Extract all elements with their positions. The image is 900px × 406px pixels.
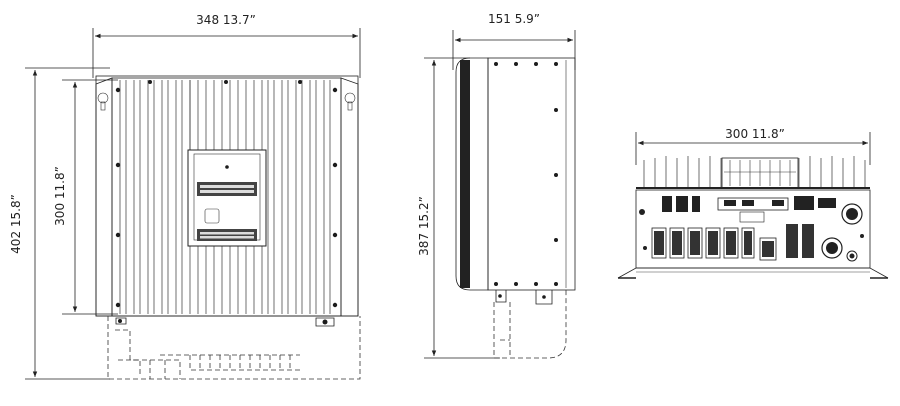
bottom-heatsink-fins — [643, 156, 866, 188]
side-housing — [487, 57, 576, 291]
keyhole-left-icon — [97, 92, 109, 104]
bottom-width-dimension: 300 11.8” — [635, 127, 871, 165]
front-outer-height-dimension: 402 15.8” — [9, 67, 110, 380]
heatsink-body — [111, 77, 342, 317]
side-connector-area — [493, 290, 567, 359]
display-label-top — [197, 182, 257, 196]
side-depth-dimension: 151 5.9” — [452, 12, 576, 70]
bottom-mounting-flange — [617, 267, 889, 279]
front-connector-area — [107, 316, 361, 380]
display-label-bottom — [197, 229, 257, 241]
side-height-dimension: 387 15.2” — [417, 57, 500, 359]
side-heatsink-profile — [455, 57, 489, 291]
heatsink-fins — [119, 80, 331, 314]
bottom-view: 300 11.8” — [617, 127, 889, 279]
front-width-dimension: 348 13.7” — [92, 13, 361, 78]
keyhole-right-icon — [344, 92, 356, 104]
front-width-label: 348 13.7” — [196, 13, 256, 27]
status-led-window — [204, 208, 220, 224]
side-height-label: 387 15.2” — [417, 196, 431, 256]
front-inner-height-label: 300 11.8” — [53, 166, 67, 226]
side-screws — [494, 62, 558, 286]
terminal-blocks-lower — [651, 211, 814, 261]
cable-glands — [639, 203, 864, 262]
front-view: 348 13.7” 402 15.8” 300 11.8” — [9, 13, 361, 380]
front-screws — [115, 80, 338, 308]
front-inner-height-dimension: 300 11.8” — [53, 79, 118, 315]
bottom-width-label: 300 11.8” — [725, 127, 785, 141]
side-depth-label: 151 5.9” — [488, 12, 540, 26]
mounting-plate — [95, 77, 113, 317]
terminal-block-row — [662, 196, 836, 212]
front-outer-height-label: 402 15.8” — [9, 194, 23, 254]
side-view: 151 5.9” 387 15.2” — [417, 12, 576, 359]
side-mounting-plate — [460, 60, 470, 288]
